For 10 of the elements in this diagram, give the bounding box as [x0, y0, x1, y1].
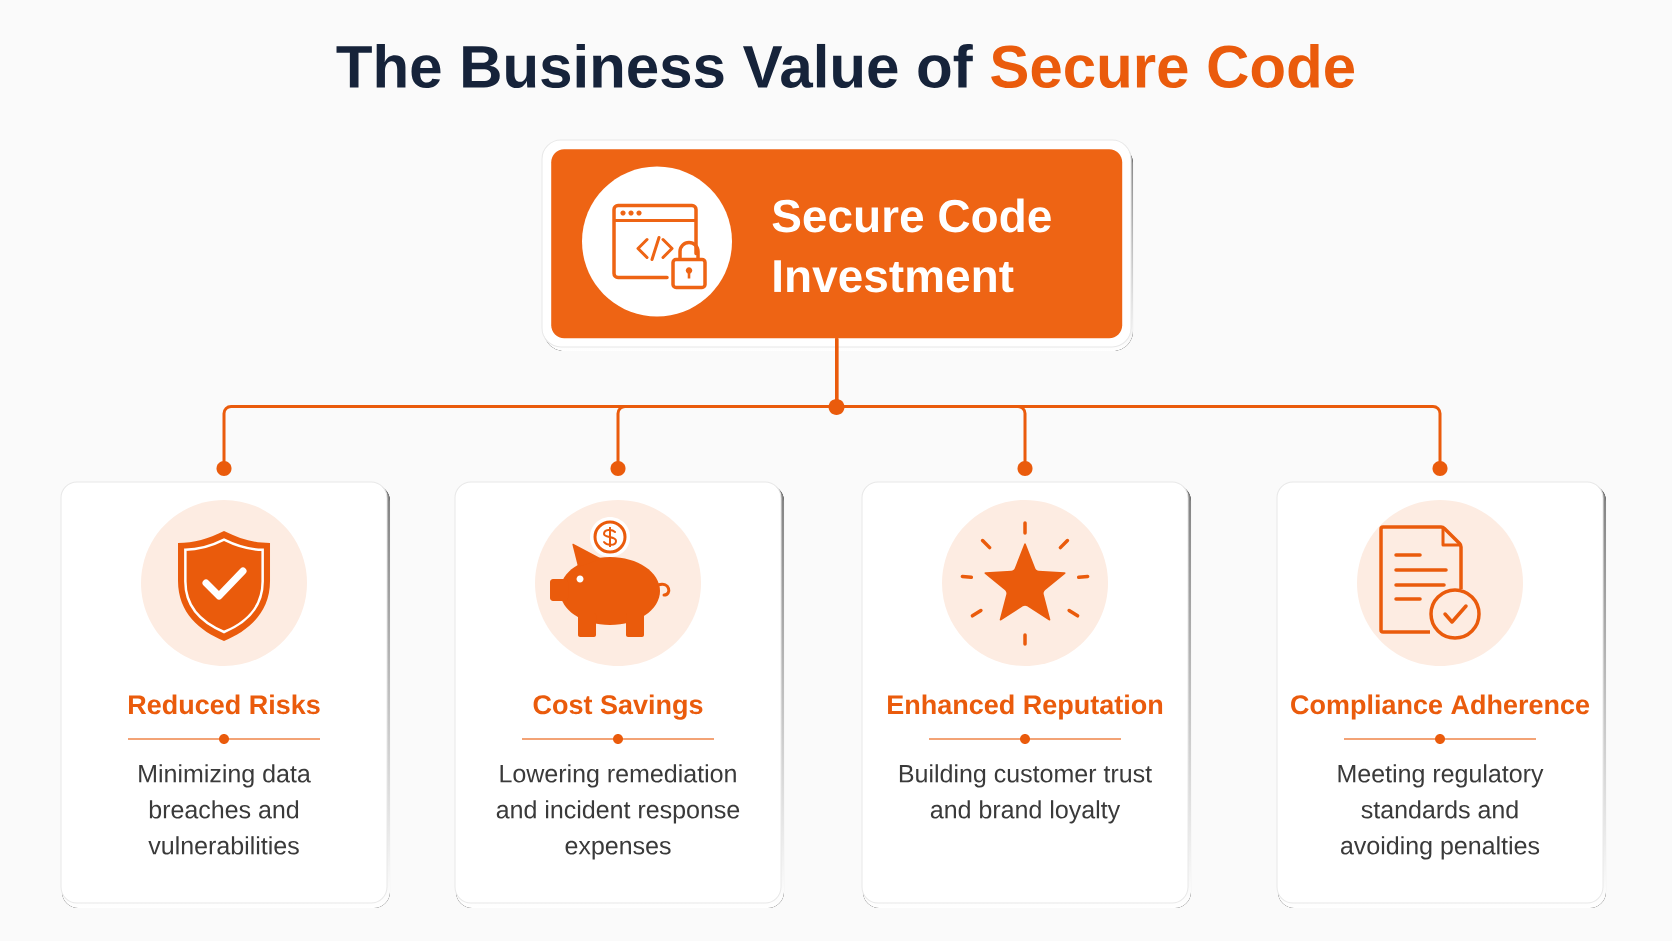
card-text: Meeting regulatory standards and avoiding penalties: [1338, 764, 1544, 860]
card-text: Minimizing data breaches and vulnerabilities: [139, 764, 311, 855]
card-heading: Enhanced Reputation: [888, 694, 1163, 720]
title: The Business Value of Secure Code: [336, 43, 1355, 88]
card-heading: Reduced Risks: [129, 694, 320, 715]
card-heading: Compliance Adherence: [1291, 694, 1590, 720]
card-text: Lowering remediation and incident response expenses: [496, 764, 740, 860]
card-heading: Cost Savings: [533, 694, 703, 720]
card-text: Building customer trust and brand loyalty: [899, 764, 1152, 824]
box-title: Secure Code Investment: [772, 198, 1051, 293]
